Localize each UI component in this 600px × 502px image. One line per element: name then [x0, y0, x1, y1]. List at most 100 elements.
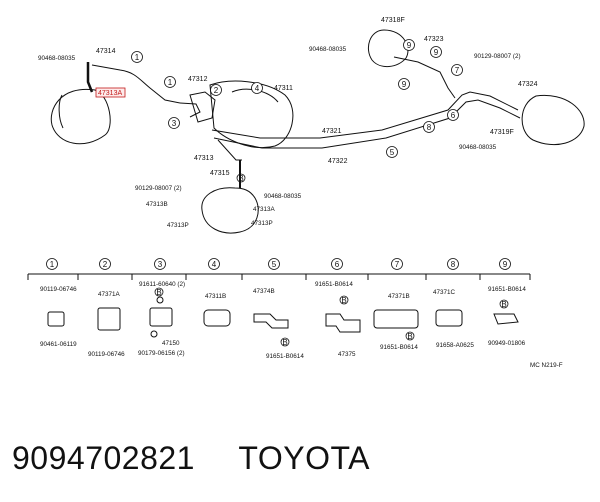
part1-top-label: 90119-06746 — [40, 286, 77, 293]
table-num-1: 1 — [50, 260, 55, 269]
label-47313: 47313 — [194, 155, 214, 162]
upper-right-wheel — [368, 29, 409, 67]
part9-top-label: 91651-B0614 — [488, 286, 526, 293]
callout-num-6: 6 — [451, 111, 456, 120]
callout-b-circle-lower — [236, 173, 246, 183]
callout-circle-3 — [168, 117, 180, 129]
part3-mid-label: 47150 — [162, 340, 180, 347]
part7-top-label: 47371B — [388, 293, 410, 300]
brake-line-diagram: B B B B B B 1 1 2 3 4 5 6 — [27, 17, 585, 369]
table-num-9: 9 — [503, 260, 508, 269]
brake-line-47322 — [213, 99, 521, 149]
label-47312: 47312 — [188, 76, 208, 83]
part6-top-label: 91651-B0614 — [315, 281, 353, 288]
table-circle-1 — [46, 258, 58, 270]
part8-top-label: 47371C — [433, 289, 456, 296]
table-circle-4 — [208, 258, 220, 270]
label-47313p-a: 47313P — [167, 222, 189, 229]
label-47321: 47321 — [322, 128, 342, 135]
label-90129-08007-b: 90129-08007 (2) — [474, 53, 521, 60]
callout-num-9c: 9 — [402, 80, 407, 89]
table-circle-6 — [331, 258, 343, 270]
lower-connector-line — [217, 139, 242, 161]
table-circle-3 — [154, 258, 166, 270]
label-47315: 47315 — [210, 170, 230, 177]
label-47311: 47311 — [274, 85, 293, 92]
callout-circle-9c — [398, 78, 410, 90]
callout-b-lower: B — [238, 174, 243, 183]
right-drum-outline — [521, 94, 585, 146]
brake-line-47323 — [393, 56, 456, 99]
table-num-7: 7 — [395, 260, 400, 269]
callout-circle-7 — [451, 64, 463, 76]
left-brake-hose — [86, 62, 94, 93]
callout-num-3: 3 — [172, 119, 177, 128]
callout-b-7: B — [407, 332, 412, 341]
label-90468-08035-a: 90468-08035 — [38, 55, 76, 62]
callout-circle-5 — [386, 146, 398, 158]
highlight-box-47313a — [95, 87, 126, 98]
label-47313a-highlight: 47313A — [98, 90, 122, 97]
part-icon-8 — [435, 309, 463, 327]
part9-bottom-label: 90949-01806 — [488, 340, 526, 347]
callout-circle-9b — [430, 46, 442, 58]
callout-num-1a: 1 — [135, 53, 140, 62]
callout-num-1b: 1 — [168, 78, 173, 87]
callout-b-circle-3 — [154, 287, 164, 297]
label-90468-08035-b: 90468-08035 — [264, 193, 302, 200]
callout-circle-1b — [164, 76, 176, 88]
callout-circle-6 — [447, 109, 459, 121]
callout-b-circle-7 — [405, 331, 415, 341]
label-90468-08035-c: 90468-08035 — [309, 46, 347, 53]
table-num-8: 8 — [451, 260, 456, 269]
reference-code: MC N219-F — [530, 362, 563, 369]
callout-circle-1a — [131, 51, 143, 63]
part5-top-label: 47374B — [253, 288, 275, 295]
callout-num-5: 5 — [390, 148, 395, 157]
table-num-6: 6 — [335, 260, 340, 269]
part-icon-7 — [373, 309, 419, 329]
part3-bottom-label: 90179-06156 (2) — [138, 350, 185, 357]
part1-bottom-label: 90461-06119 — [40, 341, 77, 348]
part-icon-6 — [325, 313, 361, 333]
callout-circle-2 — [210, 84, 222, 96]
callout-circle-8 — [423, 121, 435, 133]
callout-num-8: 8 — [427, 123, 432, 132]
part-icon-1 — [47, 311, 65, 327]
bolt-icon-3a — [156, 296, 164, 304]
brand-name: TOYOTA — [238, 440, 370, 476]
table-circle-2 — [99, 258, 111, 270]
callout-b-circle-5 — [280, 337, 290, 347]
part2-top-label: 47371A — [98, 291, 121, 298]
label-90129-08007-a: 90129-08007 (2) — [135, 185, 182, 192]
callout-b-6: B — [341, 296, 346, 305]
label-47322: 47322 — [328, 158, 348, 165]
part4-top-label: 47311B — [205, 293, 226, 300]
table-num-5: 5 — [272, 260, 277, 269]
callout-b-3: B — [156, 288, 161, 297]
callout-num-2: 2 — [214, 86, 219, 95]
callout-b-5: B — [282, 338, 287, 347]
callout-circle-4 — [251, 82, 263, 94]
left-drum-inner — [58, 94, 64, 129]
label-47314: 47314 — [96, 48, 116, 55]
part-icon-3 — [149, 307, 173, 327]
label-47323: 47323 — [424, 36, 444, 43]
table-circle-8 — [447, 258, 459, 270]
valve-fitting — [179, 102, 201, 118]
table-circle-9 — [499, 258, 511, 270]
part-number: 9094702821 — [12, 440, 195, 476]
callout-b-circle-9 — [499, 299, 509, 309]
label-47313a-b: 47313A — [253, 206, 276, 213]
part7-bottom-label: 91651-B0614 — [380, 344, 418, 351]
valve-block — [189, 91, 216, 123]
lower-wheel-outline — [201, 187, 259, 234]
part-icon-5 — [253, 313, 289, 329]
part5-bottom-label: 91651-B0614 — [266, 353, 304, 360]
part-icon-4 — [203, 309, 231, 327]
part3-top-label: 91611-60640 (2) — [139, 281, 185, 288]
caption: 9094702821 TOYOTA — [12, 440, 592, 490]
callout-num-7: 7 — [455, 66, 460, 75]
bolt-icon-3b — [150, 330, 158, 338]
callout-num-4: 4 — [255, 84, 260, 93]
